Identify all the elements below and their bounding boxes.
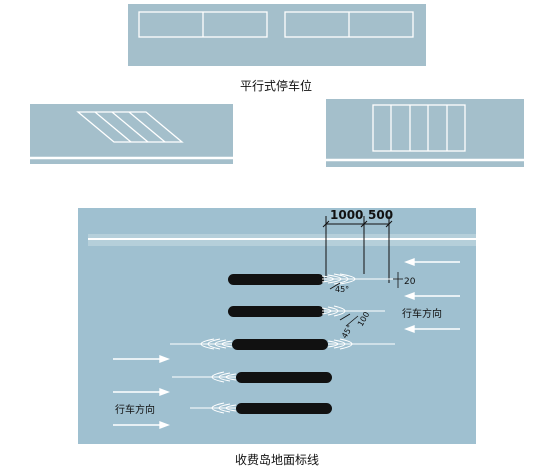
angle-45-label-1: 45°	[335, 285, 349, 294]
toll-island-3	[232, 339, 328, 350]
parallel-parking-stalls	[138, 11, 414, 38]
parallel-parking-panel	[128, 4, 426, 66]
toll-island-5	[236, 403, 332, 414]
direction-arrows-left	[113, 354, 170, 430]
dim-20-label: 20	[404, 277, 416, 287]
angle-leaders	[329, 272, 403, 327]
caption-toll-island: 收费岛地面标线	[235, 453, 320, 467]
dimension-ticks	[322, 220, 393, 228]
toll-island-2	[228, 306, 324, 317]
island-chevron-markings	[170, 273, 400, 414]
toll-island-4	[236, 372, 332, 383]
dimension-extension-lines	[325, 216, 390, 283]
toll-islands	[228, 274, 332, 414]
angled-parking-stalls	[76, 111, 184, 143]
perpendicular-parking-panel	[326, 99, 524, 167]
direction-arrows-right	[404, 257, 460, 334]
direction-label-right: 行车方向	[402, 307, 442, 320]
toll-island-1	[228, 274, 324, 285]
caption-parallel-parking: 平行式停车位	[240, 79, 313, 93]
dim-1000-label: 1000	[330, 208, 363, 222]
dim-100-label: 100	[356, 310, 371, 328]
direction-label-left: 行车方向	[115, 403, 155, 416]
dim-500-label: 500	[368, 208, 393, 222]
angle-45-label-2: 45°	[340, 323, 355, 340]
perpendicular-parking-stalls	[372, 104, 466, 152]
